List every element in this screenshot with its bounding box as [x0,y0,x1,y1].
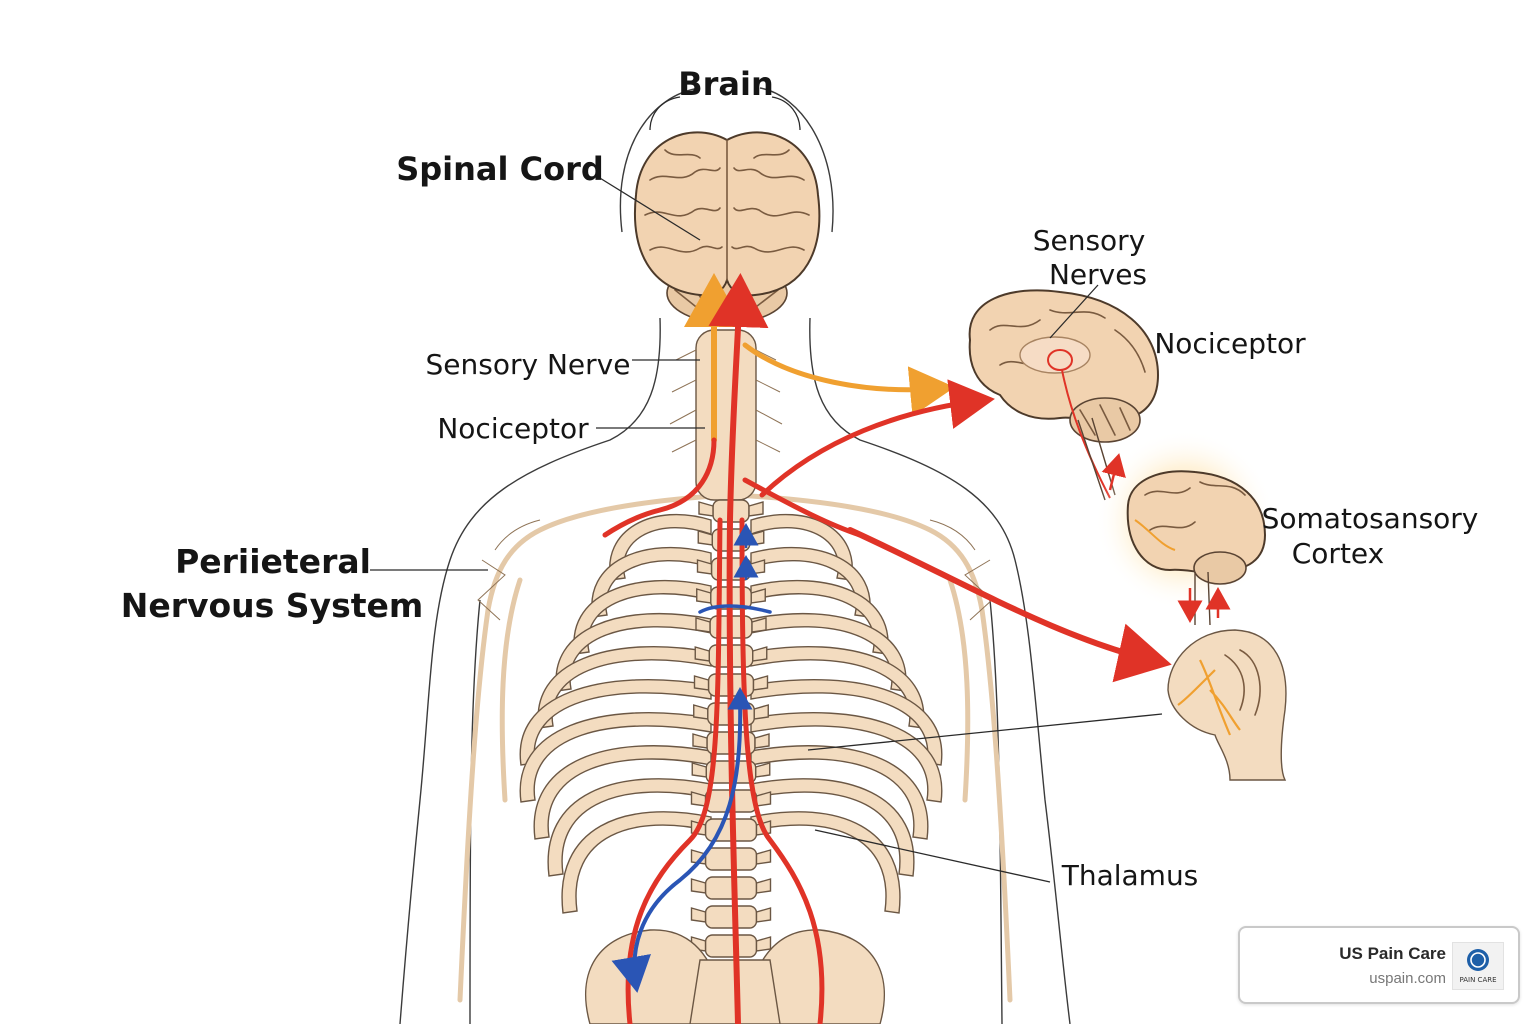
thalamus-illustration [1167,629,1287,781]
rib [750,546,871,618]
leader-lines [370,96,1163,883]
rib [609,513,712,581]
vertebra [704,876,758,900]
vertebra-process [748,501,764,517]
vertebra-process [691,762,707,778]
main-brain [634,131,821,324]
vertebra [704,905,758,929]
rib [533,745,712,840]
label-sensory-nerve: Sensory Nerve [426,348,631,381]
vertebra-process [754,733,770,749]
pelvis [585,929,885,1025]
vertebra-process [693,675,710,691]
brand-card[interactable]: US Pain Care uspain.com PAIN CARE [1238,926,1520,1004]
rib [750,513,853,581]
vertebra-process [755,907,772,923]
vertebra-process [753,704,769,720]
rib [750,778,915,877]
label-spinal-cord: Spinal Cord [396,150,604,188]
label-thalamus: Thalamus [1061,859,1199,892]
vertebra-process [694,646,710,662]
brand-logo: PAIN CARE [1452,942,1504,990]
labels: Brain Spinal Cord Sensory Nerve Nocicept… [121,65,1479,892]
rib [750,811,901,914]
vertebra-process [698,501,714,517]
label-somato-line1: Somatosansory [1262,502,1479,535]
label-nociceptor-left: Nociceptor [437,412,589,445]
vertebra-process [696,559,713,575]
vertebra-process [751,617,767,633]
vertebra [704,934,758,958]
peripheral-nerves [457,492,1013,1003]
vertebra-process [690,907,707,923]
rib [555,612,712,692]
label-sensory-nerves-line2: Nerves [1049,258,1147,291]
vertebra-process [693,704,709,720]
label-pns-line2: Nervous System [121,586,424,625]
vertebra-process [696,588,712,604]
rib [750,612,907,692]
label-brain: Brain [678,65,774,103]
vertebra-process [750,588,766,604]
label-pns-line1: Periieteral [175,542,371,581]
rib [750,712,943,803]
somatosensory-illustration [1095,430,1275,626]
vertebra-process [690,878,707,894]
brand-name: US Pain Care [1339,944,1446,963]
rib [519,712,712,803]
rib [573,579,712,655]
rib [750,745,929,840]
label-somato-line2: Cortex [1292,537,1384,570]
rib [537,645,712,729]
vertebra-process [755,762,771,778]
rib [750,645,925,729]
vertebra-process [755,878,772,894]
rib-cage [519,513,943,914]
vertebra-process [755,936,772,952]
brand-url[interactable]: uspain.com [1369,970,1446,987]
signal-pathways [602,273,1172,1027]
vertebra-process [752,675,769,691]
vertebra-process [697,530,713,546]
vertebra-process [752,646,768,662]
us-pain-care-logo-icon: PAIN CARE [1459,949,1497,984]
rib [591,546,712,618]
rib [547,778,712,877]
label-sensory-nerves-line1: Sensory [1033,224,1146,257]
vertebra-process [755,849,772,865]
vertebra-process [692,733,708,749]
vertebra-process [695,617,711,633]
label-nociceptor-right: Nociceptor [1154,327,1306,360]
rib [561,811,712,914]
rib [750,579,889,655]
svg-text:PAIN CARE: PAIN CARE [1459,976,1496,984]
